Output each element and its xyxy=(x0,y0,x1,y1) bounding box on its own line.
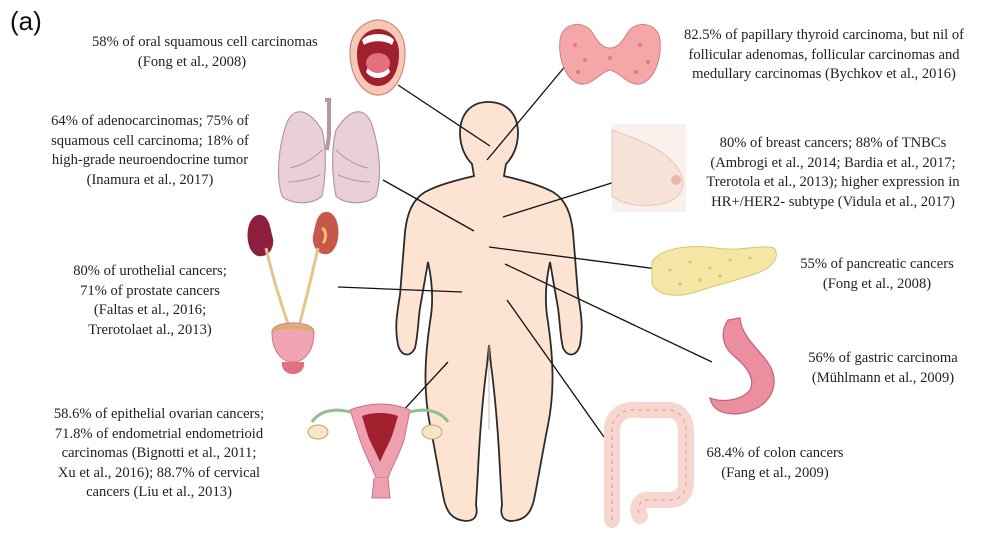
caption-colon: 68.4% of colon cancers (Fang et al., 200… xyxy=(690,444,860,483)
caption-gastric: 56% of gastric carcinoma (Mühlmann et al… xyxy=(788,349,978,388)
caption-line: 80% of breast cancers; 88% of TNBCs xyxy=(719,135,947,151)
uterus-icon xyxy=(307,403,450,499)
caption-line: (Fong et al., 2008) xyxy=(822,275,932,292)
colon-icon xyxy=(604,401,694,528)
caption-thyroid: 82.5% of papillary thyroid carcinoma, bu… xyxy=(664,26,984,85)
lungs-icon xyxy=(277,98,381,204)
mouth-icon xyxy=(349,19,406,96)
caption-line: (Ambrogi et al., 2014; Bardia et al., 20… xyxy=(710,154,956,171)
stomach-icon xyxy=(709,317,775,415)
caption-line: 55% of pancreatic cancers xyxy=(800,256,954,272)
caption-line: HR+/HER2- subtype (Vidula et al., 2017) xyxy=(711,193,955,210)
leader-line-pancreas xyxy=(488,246,666,271)
leader-line-breast xyxy=(502,180,619,218)
caption-line: 56% of gastric carcinoma xyxy=(808,350,958,366)
leader-line-gastric xyxy=(504,263,713,363)
human-body-icon xyxy=(395,101,583,522)
caption-lung: 64% of adenocarcinomas; 75% of squamous … xyxy=(40,112,260,190)
caption-line: 64% of adenocarcinomas; 75% of xyxy=(51,113,249,129)
caption-line: squamous cell carcinoma; 18% of xyxy=(51,132,249,149)
caption-line: 58.6% of epithelial ovarian cancers; xyxy=(53,406,265,422)
caption-breast: 80% of breast cancers; 88% of TNBCs (Amb… xyxy=(688,134,978,212)
caption-oral: 58% of oral squamous cell carcinomas (Fo… xyxy=(92,33,318,72)
caption-line: high-grade neuroendocrine tumor xyxy=(51,152,249,168)
leader-line-colon xyxy=(506,299,605,438)
urinary-system-icon xyxy=(247,211,339,374)
caption-line: (Fong et al., 2008) xyxy=(137,53,247,70)
breast-icon xyxy=(611,124,686,212)
caption-line: (Inamura et al., 2017) xyxy=(86,171,214,188)
leader-line-oral xyxy=(397,84,491,147)
pancreas-icon xyxy=(651,246,777,296)
caption-line: Trerotolaet al., 2013) xyxy=(88,321,212,338)
leader-line-lung xyxy=(382,179,475,232)
caption-line: (Fang et al., 2009) xyxy=(721,464,829,481)
caption-line: 71% of prostate cancers xyxy=(80,282,220,299)
caption-line: 58% of oral squamous cell carcinomas xyxy=(92,34,318,50)
caption-line: Trerotola et al., 2013); higher expressi… xyxy=(706,174,960,190)
leader-line-urothelial xyxy=(337,286,463,293)
caption-line: 80% of urothelial cancers; xyxy=(73,263,227,279)
caption-line: 71.8% of endometrial endometrioid xyxy=(54,425,264,442)
caption-line: 82.5% of papillary thyroid carcinoma, bu… xyxy=(683,27,965,43)
caption-pancreatic: 55% of pancreatic cancers (Fong et al., … xyxy=(782,255,972,294)
caption-line: cancers (Liu et al., 2013) xyxy=(86,484,232,500)
caption-line: (Mühlmann et al., 2009) xyxy=(811,369,955,386)
panel-label: (a) xyxy=(10,6,42,36)
caption-line: medullary carcinomas (Bychkov et al., 20… xyxy=(692,66,956,82)
caption-line: follicular adenomas, follicular carcinom… xyxy=(688,46,960,63)
caption-ovarian: 58.6% of epithelial ovarian cancers; 71.… xyxy=(34,405,284,503)
caption-urothelial: 80% of urothelial cancers; 71% of prosta… xyxy=(60,262,240,340)
thyroid-icon xyxy=(559,24,661,85)
caption-line: (Faltas et al., 2016; xyxy=(93,302,207,318)
caption-line: Xu et al., 2016); 88.7% of cervical xyxy=(57,464,261,481)
caption-line: carcinomas (Bignotti et al., 2011; xyxy=(61,445,257,461)
leader-line-thyroid xyxy=(486,57,573,161)
caption-line: 68.4% of colon cancers xyxy=(706,445,844,461)
